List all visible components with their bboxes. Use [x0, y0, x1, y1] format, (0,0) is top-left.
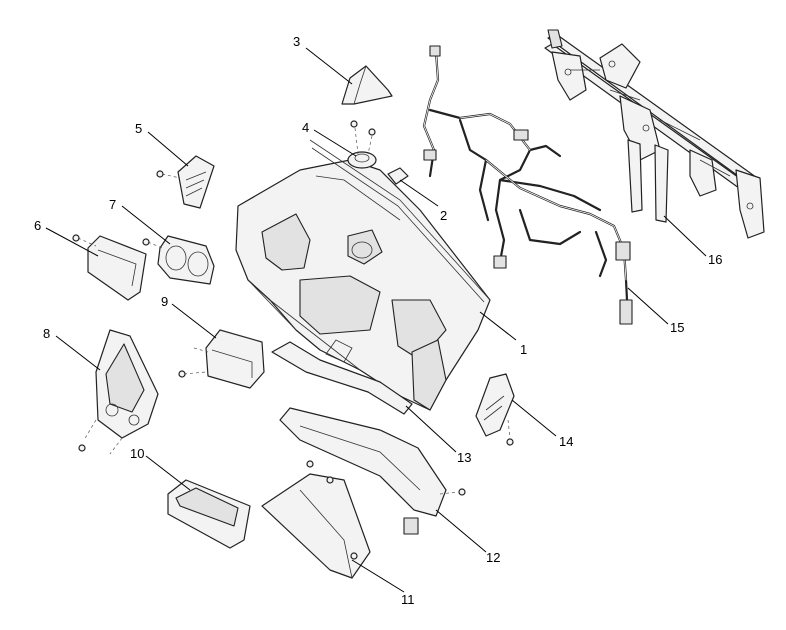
- leader-6: [45, 227, 99, 257]
- callout-7: 7: [109, 197, 116, 212]
- leader-2: [399, 179, 439, 207]
- callout-14: 14: [559, 434, 573, 449]
- leader-15: [627, 287, 669, 325]
- leader-7: [121, 205, 171, 245]
- glove-box-housing: [279, 407, 466, 535]
- callout-12: 12: [486, 550, 500, 565]
- leader-4: [313, 129, 357, 157]
- callout-10: 10: [130, 446, 144, 461]
- callout-13: 13: [457, 450, 471, 465]
- leader-5: [147, 131, 189, 167]
- lower-switch-panel: [167, 479, 251, 549]
- leader-11: [351, 559, 405, 593]
- callout-11: 11: [401, 592, 415, 607]
- leader-lines: [45, 47, 707, 593]
- center-fascia-panel: [78, 329, 159, 455]
- callout-9: 9: [161, 294, 168, 309]
- leader-9: [171, 303, 217, 339]
- callout-6: 6: [34, 218, 41, 233]
- main-wiring-harness: [422, 45, 633, 325]
- callout-5: 5: [135, 121, 142, 136]
- callout-labels: 1 2 3 4 5 6 7 8 9 10 11 12 13 14 15 16: [34, 34, 722, 607]
- instrument-cluster: [142, 235, 215, 285]
- photo-sensor: [387, 167, 409, 185]
- center-speaker: [347, 120, 377, 169]
- leader-16: [663, 215, 707, 257]
- leader-14: [511, 399, 557, 437]
- callout-2: 2: [440, 208, 447, 223]
- callout-15: 15: [670, 320, 684, 335]
- leader-10: [145, 455, 191, 491]
- leader-13: [405, 405, 457, 453]
- cluster-fascia-panel: [72, 234, 147, 301]
- audio-head-unit: [178, 329, 265, 389]
- callout-4: 4: [302, 120, 309, 135]
- callout-16: 16: [708, 252, 722, 267]
- crash-pad-main: [235, 139, 491, 411]
- leader-12: [435, 509, 487, 553]
- glove-box: [261, 473, 371, 579]
- leader-1: [479, 311, 517, 341]
- callout-8: 8: [43, 326, 50, 341]
- leader-8: [55, 335, 101, 371]
- lower-crash-pad-trim: [271, 341, 413, 415]
- side-air-vent-left: [156, 155, 215, 209]
- leader-3: [305, 47, 353, 85]
- callout-1: 1: [520, 342, 527, 357]
- side-air-vent-right: [475, 373, 515, 446]
- callout-3: 3: [293, 34, 300, 49]
- cowl-cross-bar: [544, 29, 765, 239]
- airbag-cover: [341, 65, 393, 105]
